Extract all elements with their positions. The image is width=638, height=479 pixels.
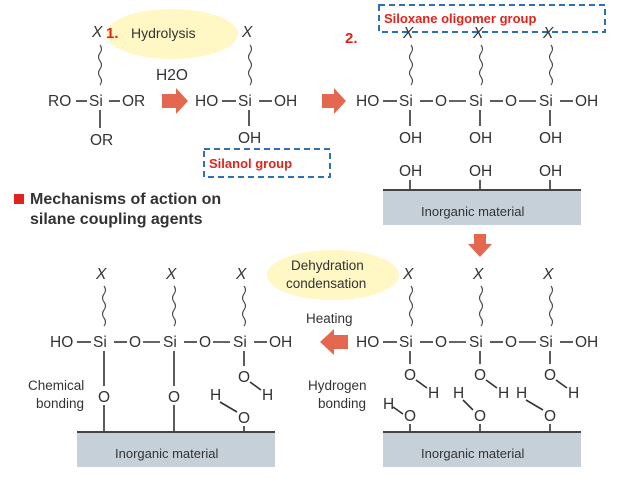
hbond-chain-2: O bbox=[435, 334, 447, 351]
hydrogen-bonding-line-2: bonding bbox=[318, 396, 366, 411]
silane-wavy-bond bbox=[97, 44, 103, 86]
hbond-o-lower-3: O bbox=[544, 408, 556, 425]
reagent-h2o: H2O bbox=[156, 67, 188, 84]
hbond-o-lower-2: O bbox=[474, 408, 486, 425]
oligomer-oh-3: OH bbox=[539, 130, 562, 147]
oligomer-chain-1: Si bbox=[399, 93, 413, 110]
down-arrow bbox=[468, 234, 492, 257]
chem-chain-5: Si bbox=[233, 334, 247, 351]
hbond-chain-1: Si bbox=[399, 334, 413, 351]
condensation-arrow bbox=[322, 88, 346, 114]
step1-number: 1. bbox=[106, 25, 119, 42]
top-material-label: Inorganic material bbox=[421, 204, 524, 219]
hbond-h-left-1: H bbox=[383, 396, 394, 413]
hbond-h-right-1: H bbox=[428, 385, 439, 402]
hydrogen-bonding-line-1: Hydrogen bbox=[308, 378, 367, 393]
bottom-left-inorganic-material bbox=[77, 432, 275, 467]
chem-x-2: X bbox=[165, 266, 177, 283]
heating-label: Heating bbox=[306, 311, 353, 326]
hbond-x-3: X bbox=[542, 266, 554, 283]
hbond-o-upper-3: O bbox=[544, 367, 556, 384]
chem-chain-2: O bbox=[129, 334, 141, 351]
hbond-chain-4: O bbox=[505, 334, 517, 351]
hbond-h-right-3: H bbox=[568, 385, 579, 402]
silanol-callout-box bbox=[203, 148, 331, 178]
chemical-bonding-line-1: Chemical bbox=[28, 378, 84, 393]
silanol-left-ho: HO bbox=[195, 93, 218, 110]
hydrolysis-label: Hydrolysis bbox=[131, 25, 196, 41]
hbond-chain-3: Si bbox=[469, 334, 483, 351]
silane-bottom-or: OR bbox=[90, 132, 113, 149]
dehydration-line-2: condensation bbox=[286, 276, 366, 291]
hbond-o-upper-1: O bbox=[404, 367, 416, 384]
heading-line-1: Mechanisms of action on bbox=[30, 191, 221, 208]
hbond-chain-0: HO bbox=[356, 334, 379, 351]
hbond-h-right-2: H bbox=[498, 385, 509, 402]
silane-left-ro: RO bbox=[48, 93, 71, 110]
hbond-o-upper-2: O bbox=[474, 367, 486, 384]
silane-right-or: OR bbox=[122, 93, 145, 110]
chem-o-1: O bbox=[98, 389, 110, 406]
hbond-x-2: X bbox=[472, 266, 484, 283]
dehydration-oval bbox=[267, 250, 399, 300]
siloxane-callout-label: Siloxane oligomer group bbox=[384, 11, 536, 26]
silanol-si: Si bbox=[238, 93, 252, 110]
step2-number: 2. bbox=[345, 30, 358, 47]
hbond-chain-5: Si bbox=[539, 334, 553, 351]
hydrolysis-arrow bbox=[162, 88, 188, 114]
hbond-h-left-3: H bbox=[516, 385, 527, 402]
surface-oh-1: OH bbox=[399, 163, 422, 180]
chem-chain-3: Si bbox=[163, 334, 177, 351]
chem-chain-1: Si bbox=[93, 334, 107, 351]
hydrolysis-oval bbox=[106, 9, 238, 59]
oligomer-oh-2: OH bbox=[469, 130, 492, 147]
oligomer-x-3: X bbox=[542, 25, 554, 42]
siloxane-callout-box bbox=[378, 4, 606, 33]
oligomer-chain-5: Si bbox=[539, 93, 553, 110]
hbond-chain-6: OH bbox=[575, 334, 598, 351]
silanol-right-oh: OH bbox=[274, 93, 297, 110]
chem-o-lower-3: O bbox=[238, 410, 250, 427]
chemical-bonding-line-2: bonding bbox=[36, 396, 84, 411]
bottom-left-material-label: Inorganic material bbox=[115, 446, 218, 461]
hbond-x-1: X bbox=[402, 266, 414, 283]
hbond-o-lower-1: O bbox=[404, 408, 416, 425]
oligomer-chain-3: Si bbox=[469, 93, 483, 110]
oligomer-chain-0: HO bbox=[356, 93, 379, 110]
oligomer-x-2: X bbox=[472, 25, 484, 42]
surface-oh-3: OH bbox=[539, 163, 562, 180]
top-inorganic-material bbox=[383, 190, 581, 225]
chem-o-2: O bbox=[168, 389, 180, 406]
heading-line-2: silane coupling agents bbox=[30, 211, 203, 228]
chem-chain-4: O bbox=[199, 334, 211, 351]
surface-oh-2: OH bbox=[469, 163, 492, 180]
bottom-right-inorganic-material bbox=[383, 432, 581, 467]
silane-x: X bbox=[91, 24, 103, 41]
silanol-wavy-bond bbox=[247, 44, 253, 86]
oligomer-chain-4: O bbox=[505, 93, 517, 110]
chem-h-left-3: H bbox=[210, 387, 221, 404]
chem-x-3: X bbox=[235, 266, 247, 283]
bottom-right-material-label: Inorganic material bbox=[421, 446, 524, 461]
silanol-x: X bbox=[241, 24, 253, 41]
silanol-bottom-oh: OH bbox=[238, 130, 261, 147]
silane-si: Si bbox=[89, 93, 103, 110]
oligomer-x-1: X bbox=[402, 25, 414, 42]
oligomer-chain-6: OH bbox=[575, 93, 598, 110]
chem-chain-0: HO bbox=[50, 334, 73, 351]
oligomer-oh-1: OH bbox=[399, 130, 422, 147]
chem-h-right-3: H bbox=[262, 387, 273, 404]
heading-bullet bbox=[14, 194, 24, 204]
chem-chain-6: OH bbox=[269, 334, 292, 351]
oligomer-chain-2: O bbox=[435, 93, 447, 110]
chem-o-upper-3: O bbox=[238, 369, 250, 386]
silanol-callout-label: Silanol group bbox=[209, 156, 292, 171]
chem-x-1: X bbox=[95, 266, 107, 283]
hbond-h-left-2: H bbox=[453, 385, 464, 402]
dehydration-line-1: Dehydration bbox=[291, 258, 364, 273]
heating-arrow bbox=[320, 329, 348, 355]
